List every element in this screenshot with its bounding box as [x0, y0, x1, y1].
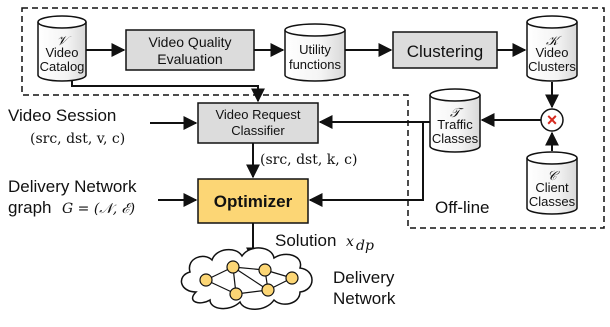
video-quality-evaluation-label-2: Evaluation — [157, 51, 222, 67]
solution-variable: x — [346, 234, 354, 250]
network-nodes — [199, 260, 299, 301]
solution-label: Solution — [275, 231, 336, 250]
clustering-label: Clustering — [407, 42, 484, 61]
optimizer-box: Optimizer — [197, 178, 309, 224]
traffic-classes-cylinder: 𝒯 Traffic Classes — [429, 88, 481, 153]
solution-subscript: dp — [356, 238, 374, 254]
client-classes-label-1: Client — [535, 180, 569, 195]
traffic-classes-label-1: Traffic — [437, 117, 473, 132]
graph-formula: G = (𝒩, ℰ) — [62, 201, 135, 217]
utility-functions-cylinder: Utility functions — [284, 23, 346, 82]
video-request-classifier-box: Video Request Classifier — [197, 102, 319, 144]
arrow-catalog-to-classifier — [71, 80, 265, 103]
combine-operator: × — [540, 108, 564, 132]
video-catalog-cylinder: 𝒱 Video Catalog — [37, 15, 87, 82]
video-catalog-label-2: Catalog — [40, 59, 85, 74]
video-catalog-label-1: Video — [45, 45, 78, 60]
video-quality-evaluation-label-1: Video Quality — [148, 34, 231, 50]
video-clusters-label-2: Clusters — [528, 59, 576, 74]
classifier-output-tuple: (src, dst, k, c) — [260, 152, 357, 168]
video-clusters-cylinder: 𝒦 Video Clusters — [526, 15, 578, 82]
video-session-tuple: (src, dst, v, c) — [30, 131, 125, 147]
video-session-label: Video Session — [8, 106, 116, 125]
network-node — [258, 263, 272, 277]
client-classes-cylinder: 𝒞 Client Classes — [526, 151, 578, 215]
delivery-network-cloud — [180, 247, 313, 310]
network-node — [261, 283, 275, 297]
classifier-label-1: Video Request — [215, 107, 300, 122]
clustering-box: Clustering — [392, 31, 498, 69]
video-clusters-label-1: Video — [535, 45, 568, 60]
utility-functions-label-2: functions — [289, 57, 342, 72]
optimizer-label: Optimizer — [214, 192, 293, 211]
video-quality-evaluation-box: Video Quality Evaluation — [125, 29, 255, 71]
classifier-label-2: Classifier — [231, 123, 285, 138]
video-clusters-symbol: 𝒦 — [546, 34, 562, 49]
network-node — [226, 260, 240, 274]
network-node — [285, 271, 299, 285]
client-classes-label-2: Classes — [529, 194, 576, 209]
combine-cross-icon: × — [547, 110, 558, 130]
utility-functions-label-1: Utility — [299, 42, 331, 57]
graph-word-label: graph — [8, 198, 51, 217]
network-node — [229, 287, 243, 301]
network-node — [199, 273, 213, 287]
arrow-traffic-to-optimizer — [308, 122, 424, 207]
traffic-classes-label-2: Classes — [432, 131, 479, 146]
delivery-network-graph-label: Delivery Network — [8, 177, 137, 196]
offline-region-border — [21, 7, 605, 229]
delivery-network-label-1: Delivery — [333, 268, 395, 287]
offline-label: Off-line — [435, 198, 490, 217]
delivery-network-label-2: Network — [333, 289, 396, 308]
